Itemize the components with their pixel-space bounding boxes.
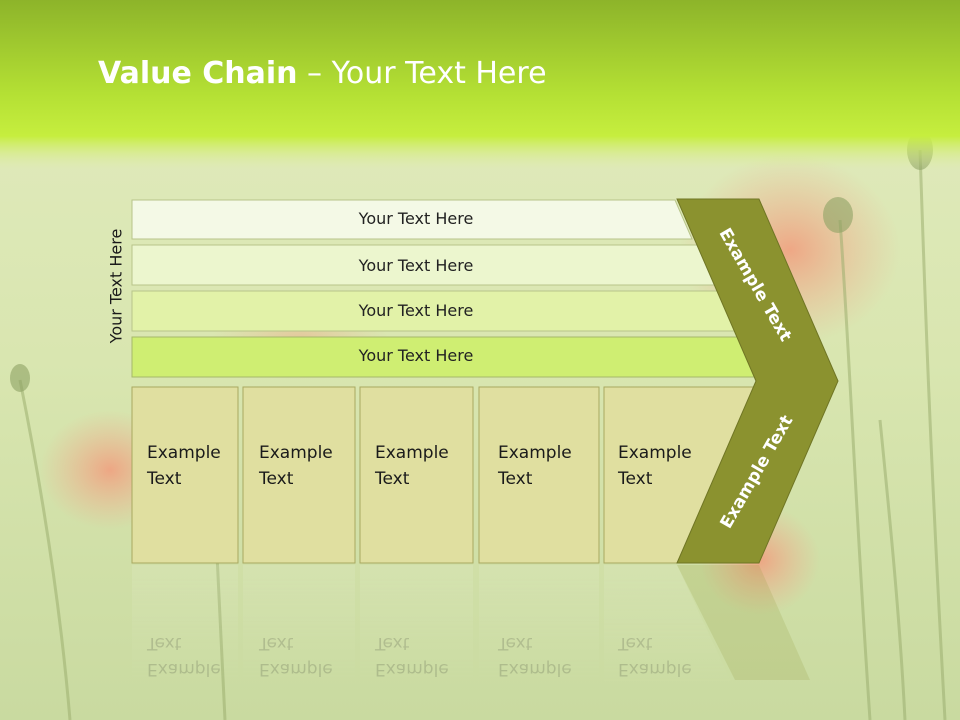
box-5-line1: Example [618, 443, 692, 463]
box-reflection-4: Example Text [498, 630, 572, 682]
box-reflection-3-line1: Example [375, 659, 449, 679]
box-3-line1: Example [375, 443, 449, 463]
box-4 [478, 386, 600, 564]
box-reflection-3: Example Text [375, 630, 449, 682]
bar-label-4: Your Text Here [358, 346, 474, 365]
box-2-line1: Example [259, 443, 333, 463]
box-reflection-1: Example Text [147, 630, 221, 682]
box-reflection-2-line2: Text [259, 633, 294, 653]
bar-label-1: Your Text Here [358, 209, 474, 228]
page-title: Value Chain – Your Text Here [98, 52, 547, 96]
box-reflection-1-line1: Example [147, 659, 221, 679]
box-1-line1: Example [147, 443, 221, 463]
box-4-line1: Example [498, 443, 572, 463]
box-reflection-1-line2: Text [147, 633, 182, 653]
box-reflection-5-line1: Example [618, 659, 692, 679]
box-4-line2: Text [498, 469, 533, 489]
bar-1 [131, 199, 693, 240]
bar-label-3: Your Text Here [358, 301, 474, 320]
box-reflection-3-line2: Text [375, 633, 410, 653]
box-reflection-4-line2: Text [498, 633, 533, 653]
box-3-line2: Text [375, 469, 410, 489]
box-reflection-2: Example Text [259, 630, 333, 682]
box-1 [131, 386, 239, 564]
box-2 [242, 386, 356, 564]
box-reflection-5: Example Text [618, 630, 692, 682]
title-bold: Value Chain [98, 56, 298, 91]
box-reflection-4-line1: Example [498, 659, 572, 679]
title-rest: – Your Text Here [297, 56, 547, 91]
box-reflection-5-line2: Text [618, 633, 653, 653]
box-3 [359, 386, 474, 564]
bar-label-2: Your Text Here [358, 256, 474, 275]
box-2-line2: Text [259, 469, 294, 489]
box-5-line2: Text [618, 469, 653, 489]
chevron-arrow [676, 198, 839, 564]
box-1-line2: Text [147, 469, 182, 489]
box-reflection-2-line1: Example [259, 659, 333, 679]
